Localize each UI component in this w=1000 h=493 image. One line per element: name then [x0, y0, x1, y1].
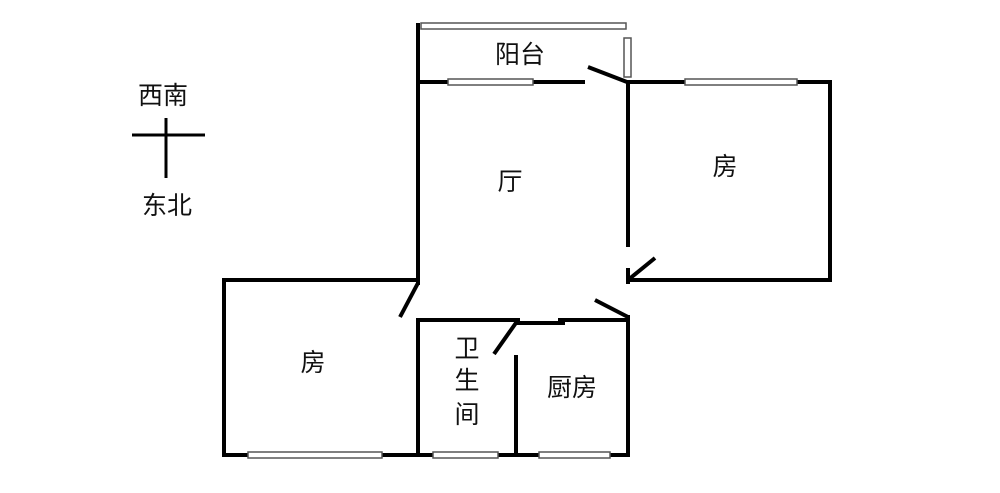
living-window [447, 78, 534, 86]
compass-top-label: 西南 [138, 81, 188, 110]
bedroom-right-window [684, 78, 798, 86]
kitchen-label: 厨房 [547, 373, 597, 402]
walls [222, 23, 832, 457]
balcony-label: 阳台 [495, 40, 545, 69]
living-room-label: 厅 [497, 167, 522, 196]
bathroom-door [492, 318, 520, 356]
compass-bottom-label: 东北 [142, 191, 192, 220]
balcony-top-window [420, 22, 627, 30]
bedroom-right-label: 房 [712, 152, 737, 181]
bedroom-left-door [398, 282, 420, 318]
windows [247, 22, 798, 459]
bedroom-left-window [247, 451, 383, 459]
kitchen-window [538, 451, 611, 459]
kitchen-door [594, 298, 629, 319]
bedroom-left-label: 房 [300, 348, 325, 377]
bathroom-window [432, 451, 499, 459]
bathroom-label-1: 卫 [454, 334, 479, 363]
bedroom-right-door [626, 256, 657, 282]
doors [398, 65, 657, 356]
balcony-side-window [623, 37, 632, 78]
compass: 西南 东北 [132, 81, 205, 220]
bathroom-label-3: 间 [454, 400, 479, 429]
bathroom-label-2: 生 [454, 366, 479, 395]
balcony-door [587, 65, 628, 84]
